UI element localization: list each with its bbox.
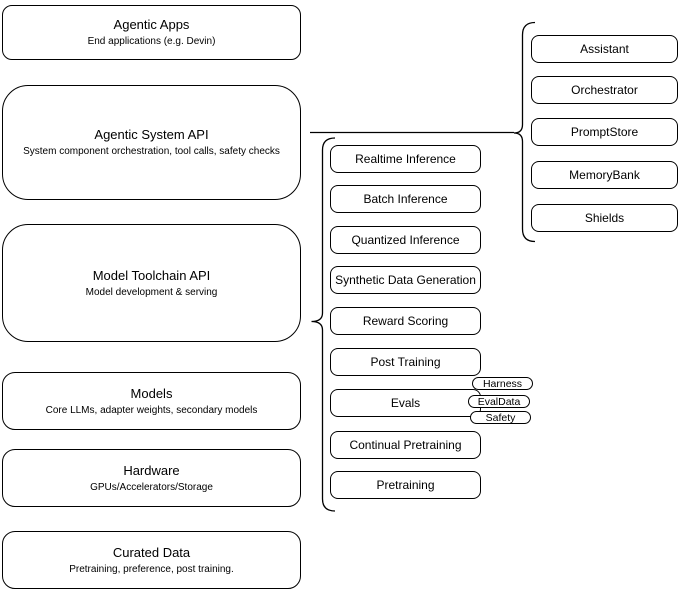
- node-subtitle: System component orchestration, tool cal…: [23, 146, 280, 157]
- node-model-toolchain-api: Model Toolchain API Model development & …: [2, 224, 301, 342]
- node-orchestrator: Orchestrator: [531, 76, 678, 104]
- node-memorybank: MemoryBank: [531, 161, 678, 189]
- node-synthetic-data-generation: Synthetic Data Generation: [330, 266, 481, 294]
- tag-safety: Safety: [470, 411, 531, 424]
- node-title: Agentic System API: [94, 127, 209, 142]
- node-agentic-system-api: Agentic System API System component orch…: [2, 85, 301, 200]
- node-title: Hardware: [123, 462, 180, 478]
- system-components-brace: [513, 21, 536, 243]
- node-promptstore: PromptStore: [531, 118, 678, 146]
- node-title: Curated Data: [112, 544, 191, 560]
- node-reward-scoring: Reward Scoring: [330, 307, 481, 335]
- node-realtime-inference: Realtime Inference: [330, 145, 481, 173]
- node-continual-pretraining: Continual Pretraining: [330, 431, 481, 459]
- node-title: Model Toolchain API: [92, 267, 211, 283]
- node-subtitle: Core LLMs, adapter weights, secondary mo…: [45, 404, 258, 416]
- node-post-training: Post Training: [330, 348, 481, 376]
- toolchain-brace: [311, 137, 336, 512]
- node-agentic-apps: Agentic Apps End applications (e.g. Devi…: [2, 5, 301, 60]
- node-title: Models: [130, 385, 173, 401]
- node-shields: Shields: [531, 204, 678, 232]
- node-hardware: Hardware GPUs/Accelerators/Storage: [2, 449, 301, 507]
- tag-harness: Harness: [472, 377, 533, 390]
- node-assistant: Assistant: [531, 35, 678, 63]
- node-batch-inference: Batch Inference: [330, 185, 481, 213]
- node-quantized-inference: Quantized Inference: [330, 226, 481, 254]
- node-evals: Evals: [330, 389, 481, 417]
- node-subtitle: End applications (e.g. Devin): [87, 36, 216, 47]
- node-pretraining: Pretraining: [330, 471, 481, 499]
- node-subtitle: GPUs/Accelerators/Storage: [90, 481, 213, 493]
- node-subtitle: Pretraining, preference, post training.: [69, 563, 234, 575]
- tag-evaldata: EvalData: [468, 395, 530, 408]
- node-title: Agentic Apps: [113, 17, 190, 32]
- node-models: Models Core LLMs, adapter weights, secon…: [2, 372, 301, 430]
- node-subtitle: Model development & serving: [85, 286, 218, 298]
- node-curated-data: Curated Data Pretraining, preference, po…: [2, 531, 301, 589]
